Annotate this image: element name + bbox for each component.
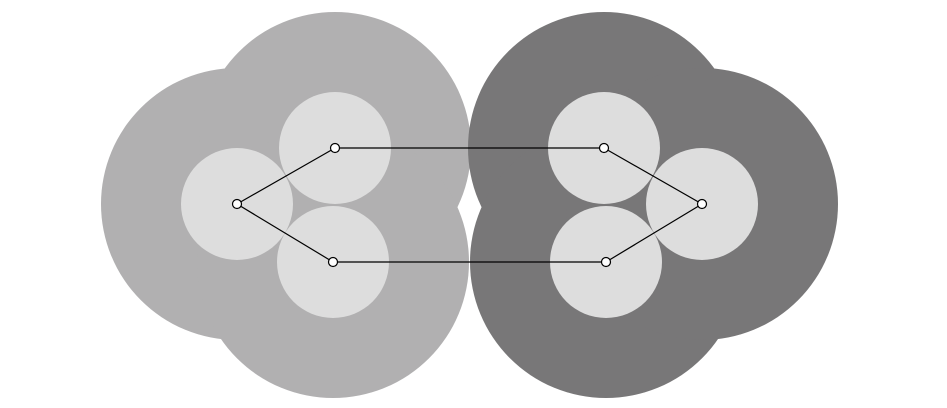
edges	[236, 147, 703, 263]
left-node-1	[231, 198, 243, 210]
right-node-1	[598, 142, 610, 154]
right-node-2	[600, 256, 612, 268]
right-node-3	[696, 198, 708, 210]
nodes	[231, 142, 708, 268]
left-node-2	[329, 142, 341, 154]
edge-right-node-1-right-node-3	[603, 147, 703, 205]
edge-left-node-1-left-node-2	[236, 147, 336, 205]
edge-left-node-1-left-node-3	[236, 203, 334, 263]
edge-right-node-2-right-node-3	[605, 203, 703, 263]
left-node-3	[327, 256, 339, 268]
